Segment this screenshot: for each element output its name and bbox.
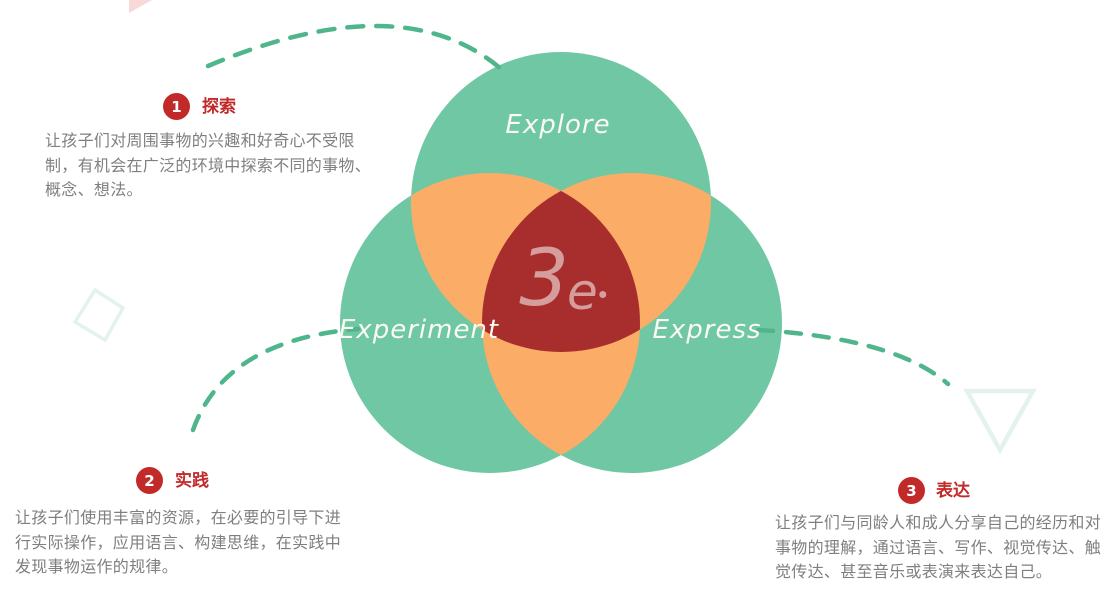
annotation-2-body: 让孩子们使用丰富的资源，在必要的引导下进 行实际操作，应用语言、构建思维，在实践… [15,508,342,576]
dashed-connector-experiment [190,326,361,433]
annotation-2-badge: 2 [136,467,163,494]
overlap-center [482,173,640,352]
center-logo-3e: 3 e [519,234,607,325]
annotation-1-badge: 1 [163,93,190,120]
label-experiment: Experiment [338,315,500,345]
dashed-connector-explore [205,23,503,71]
decor-pink-triangle [129,0,152,13]
annotation-1-body: 让孩子们对周围事物的兴趣和好奇心不受限 制，有机会在广泛的环境中探索不同的事物、… [45,131,372,199]
logo-letter-e: e [566,262,598,321]
logo-digit-3: 3 [519,234,569,325]
decor-triangle-outline [963,388,1037,455]
dashed-connector-express [755,327,951,387]
annotation-3-title: 表达 [936,481,970,501]
annotation-2-title: 实践 [175,471,209,491]
annotation-1-title: 探索 [202,97,236,117]
label-express: Express [652,315,762,345]
annotation-3-badge: 3 [898,477,925,504]
decor-diamond-outline [72,287,126,343]
annotation-3-body: 让孩子们与同龄人和成人分享自己的经历和对 事物的理解，通过语言、写作、视觉传达、… [775,513,1102,581]
logo-dot [599,290,607,298]
label-explore: Explore [505,110,611,140]
